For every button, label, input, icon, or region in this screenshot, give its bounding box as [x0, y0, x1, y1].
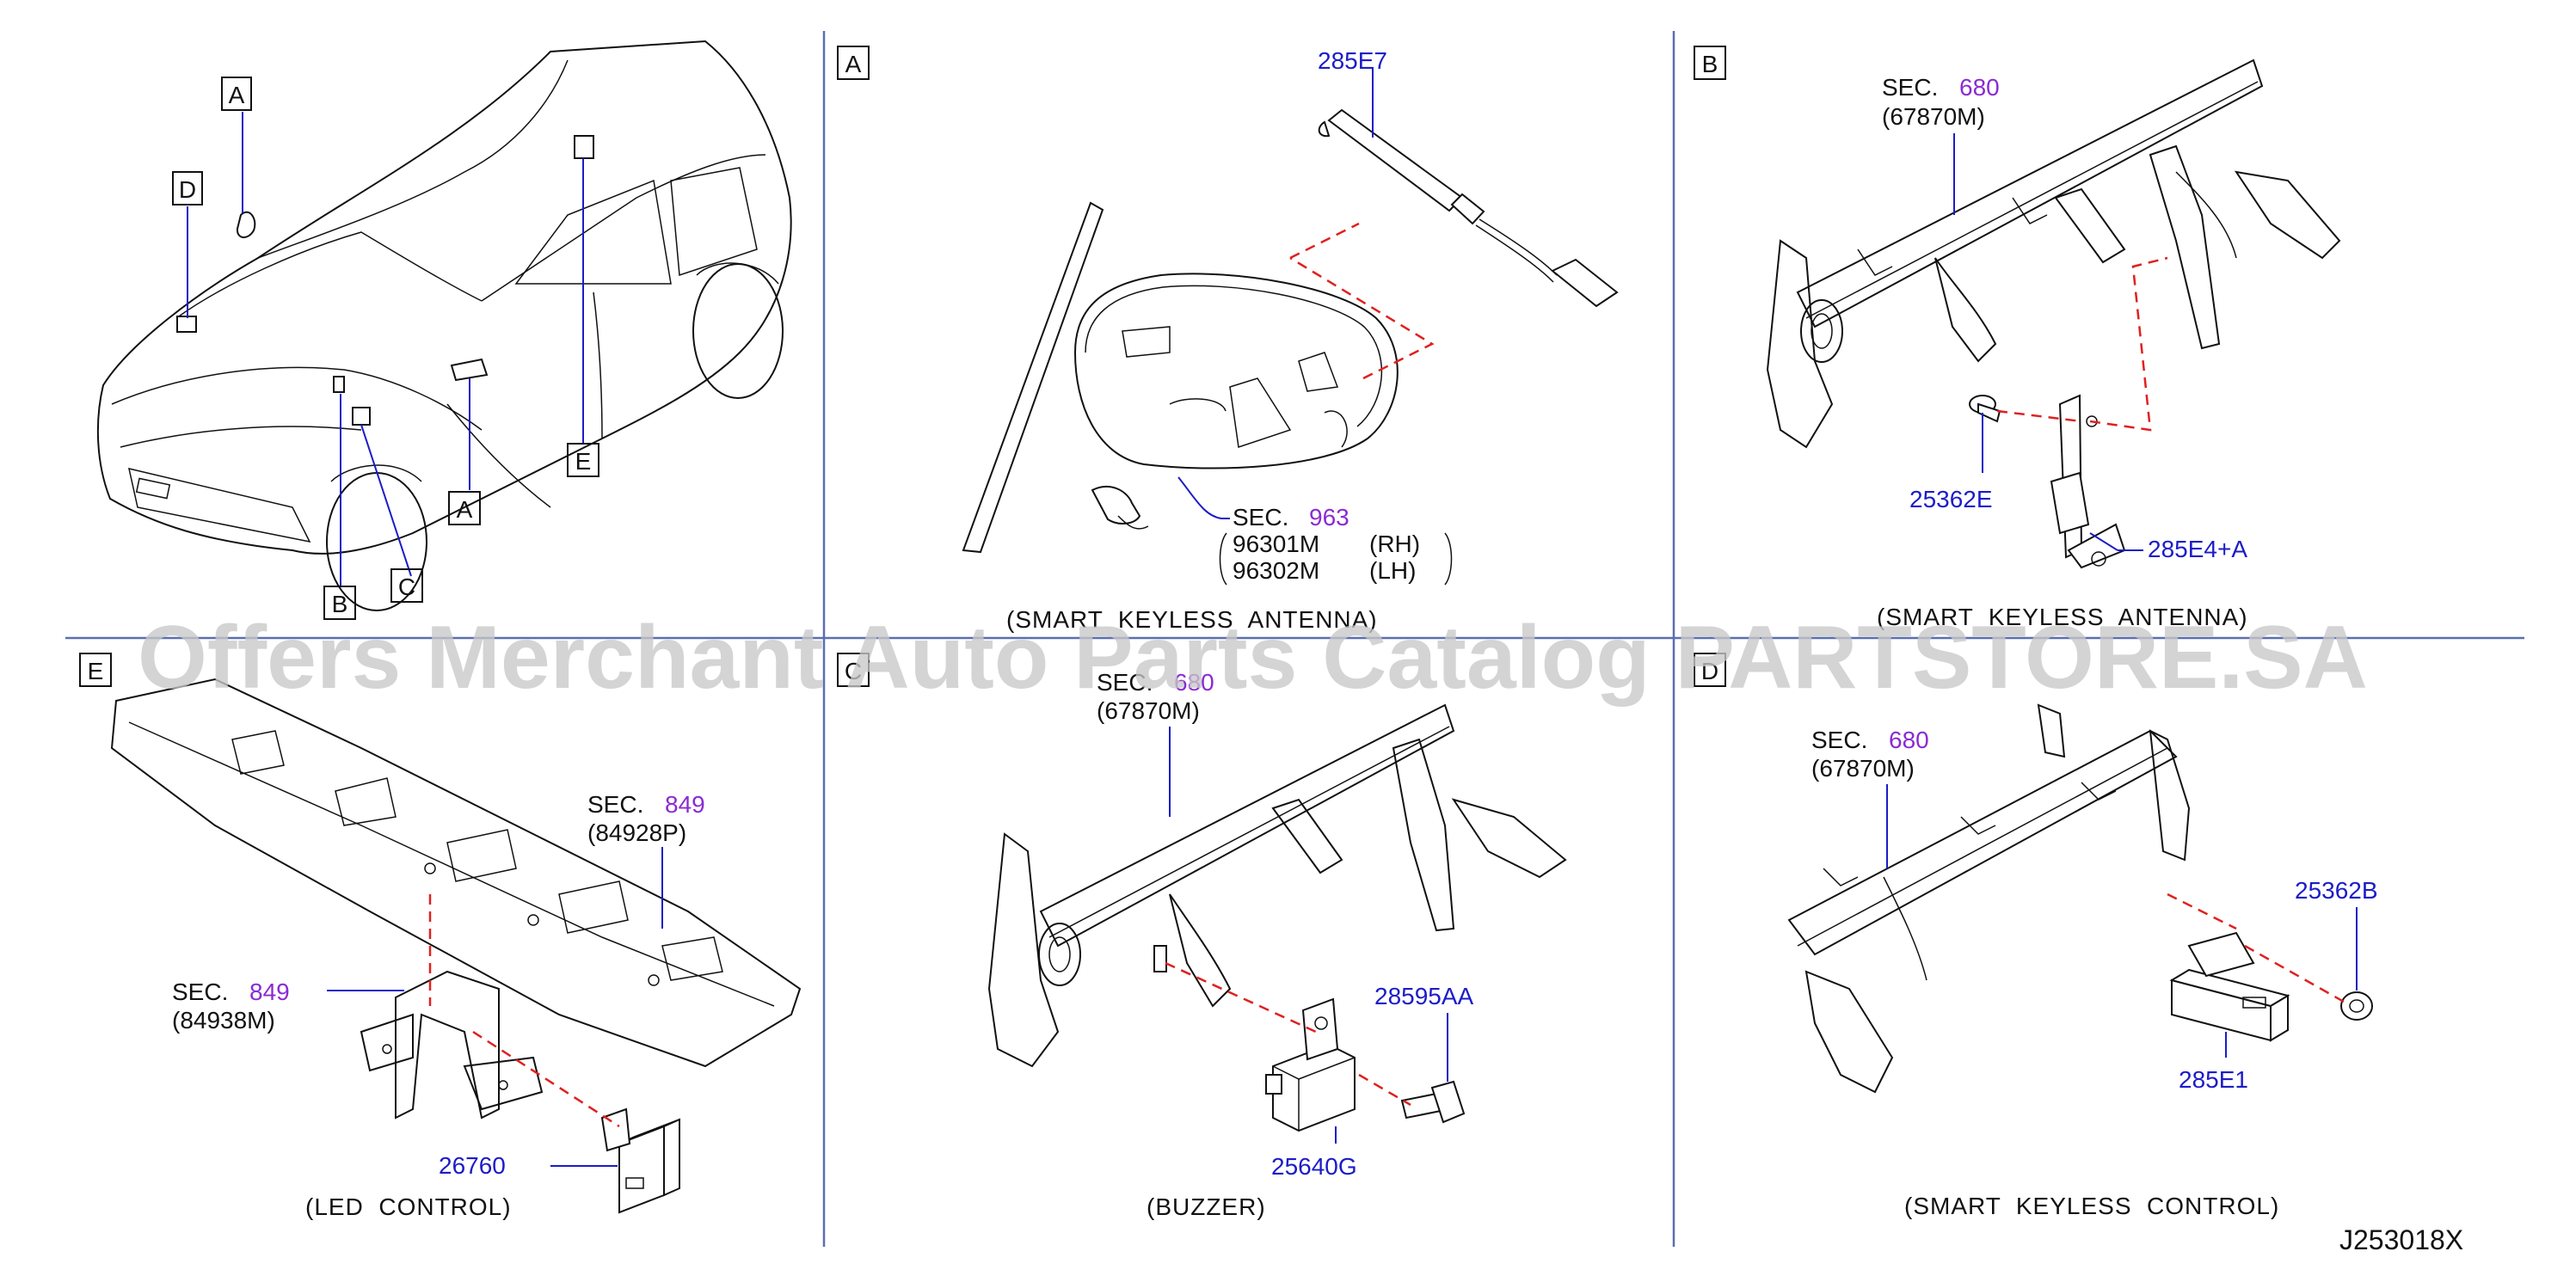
label-sec-849-b: SEC. [172, 978, 228, 1005]
label-sec-680-b: SEC. [1882, 74, 1938, 101]
label-sec-680-c: SEC. [1097, 669, 1153, 696]
panel-b-letter-box: B [1694, 46, 1726, 80]
steering-member-d [1787, 703, 2191, 1094]
vehicle-overview [96, 40, 792, 611]
callout-box-c[interactable]: C [390, 568, 423, 603]
caption-smart-keyless-control: (SMART KEYLESS CONTROL) [1904, 1193, 2279, 1219]
label-67870m-d: (67870M) [1811, 755, 1915, 782]
svg-text:A: A [457, 496, 473, 523]
svg-text:C: C [398, 574, 415, 600]
label-rh: (RH) [1369, 531, 1420, 557]
svg-text:C: C [845, 658, 862, 684]
svg-text:D: D [179, 176, 196, 203]
label-26760[interactable]: 26760 [439, 1152, 506, 1179]
label-sec-680-c-number[interactable]: 680 [1174, 669, 1214, 696]
control-unit-285e1 [2169, 931, 2290, 1042]
label-sec-963-number[interactable]: 963 [1309, 504, 1349, 531]
label-285e1[interactable]: 285E1 [2179, 1066, 2248, 1093]
buzzer-icon [333, 376, 345, 393]
rear-antenna-icon [574, 135, 594, 159]
panel-b: B S [1694, 46, 2341, 630]
diagram-code: J253018X [2339, 1224, 2463, 1255]
label-28595aa[interactable]: 28595AA [1374, 983, 1474, 1009]
svg-text:B: B [332, 591, 348, 617]
svg-text:E: E [88, 658, 104, 684]
label-sec-849-a-number[interactable]: 849 [665, 791, 705, 818]
watermark-text: Offers Merchant Auto Parts Catalog PARTS… [138, 608, 2368, 708]
caption-smart-keyless-antenna-a: (SMART KEYLESS ANTENNA) [1006, 606, 1378, 633]
panel-a-letter-box: A [837, 46, 870, 80]
cross-member-84928p [110, 678, 802, 1068]
buzzer-25640g [1265, 997, 1356, 1132]
panel-c-letter-box: C [837, 653, 870, 687]
callout-box-b[interactable]: B [323, 586, 356, 620]
svg-text:A: A [845, 51, 862, 77]
led-control-icon [176, 316, 197, 333]
label-sec-963: SEC. [1233, 504, 1288, 531]
bracket-84938m [360, 970, 544, 1120]
panel-e-letter-box: E [79, 653, 112, 687]
callout-box-e[interactable]: E [567, 443, 599, 477]
callout-box-a-bottom[interactable]: A [448, 491, 481, 525]
panel-d: D SEC. 680 (67870M) [1694, 653, 2378, 1219]
caption-led-control: (LED CONTROL) [305, 1193, 512, 1220]
bolt-28595aa [1400, 1080, 1466, 1124]
callout-box-d[interactable]: D [172, 171, 203, 206]
nut-25362b [2340, 991, 2373, 1021]
label-285e7[interactable]: 285E7 [1318, 47, 1387, 74]
label-84928p: (84928P) [587, 819, 686, 846]
antenna-285e7 [1318, 108, 1619, 308]
label-96302m: 96302M [1233, 557, 1319, 584]
steering-member-c [987, 703, 1567, 1068]
caption-smart-keyless-antenna-b: (SMART KEYLESS ANTENNA) [1877, 604, 2248, 630]
control-unit-icon [352, 407, 371, 426]
label-84938m: (84938M) [172, 1007, 275, 1034]
svg-text:B: B [1702, 51, 1718, 77]
label-sec-680-d: SEC. [1811, 727, 1867, 753]
label-sec-849-b-number[interactable]: 849 [249, 978, 290, 1005]
label-lh: (LH) [1369, 557, 1416, 584]
label-sec-680-d-number[interactable]: 680 [1889, 727, 1929, 753]
caption-buzzer: (BUZZER) [1147, 1193, 1266, 1220]
svg-text:E: E [575, 448, 592, 475]
label-25362e[interactable]: 25362E [1909, 486, 1993, 512]
label-67870m-b: (67870M) [1882, 103, 1985, 130]
left-mirror-antenna-icon [236, 211, 256, 238]
panel-dividers [65, 31, 2524, 1247]
panel-d-letter-box: D [1694, 653, 1726, 687]
clip-25362e [1969, 395, 2001, 423]
right-mirror-antenna-icon [450, 358, 489, 382]
label-sec-849-a: SEC. [587, 791, 643, 818]
panel-a: A 285E7 SEC. [837, 46, 1619, 633]
label-96301m: 96301M [1233, 531, 1319, 557]
svg-text:D: D [1701, 658, 1718, 684]
overview-callouts: A D B C A E [172, 77, 599, 620]
panel-e: E SEC. [79, 653, 802, 1220]
door-mirror [962, 201, 1399, 554]
label-67870m-c: (67870M) [1097, 697, 1200, 724]
label-285e4a[interactable]: 285E4+A [2148, 536, 2247, 562]
svg-text:A: A [229, 82, 245, 108]
steering-member-b [1766, 58, 2341, 449]
antenna-285e4a [2050, 394, 2126, 569]
callout-box-a-top[interactable]: A [221, 77, 252, 111]
label-sec-680-b-number[interactable]: 680 [1959, 74, 2000, 101]
led-control-26760 [600, 1107, 680, 1214]
label-25640g[interactable]: 25640G [1271, 1153, 1357, 1180]
panel-c: C SEC. 680 ( [837, 653, 1567, 1220]
label-25362b[interactable]: 25362B [2295, 877, 2378, 904]
